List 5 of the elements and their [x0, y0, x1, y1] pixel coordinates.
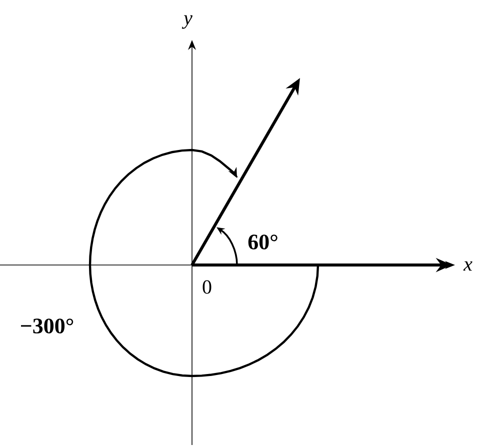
- angle-label: 60°: [248, 234, 278, 250]
- axis-label: y: [182, 15, 192, 29]
- axis-label: x: [463, 261, 472, 271]
- angle-label: −300°: [21, 318, 74, 334]
- origin-label: 0: [202, 280, 212, 294]
